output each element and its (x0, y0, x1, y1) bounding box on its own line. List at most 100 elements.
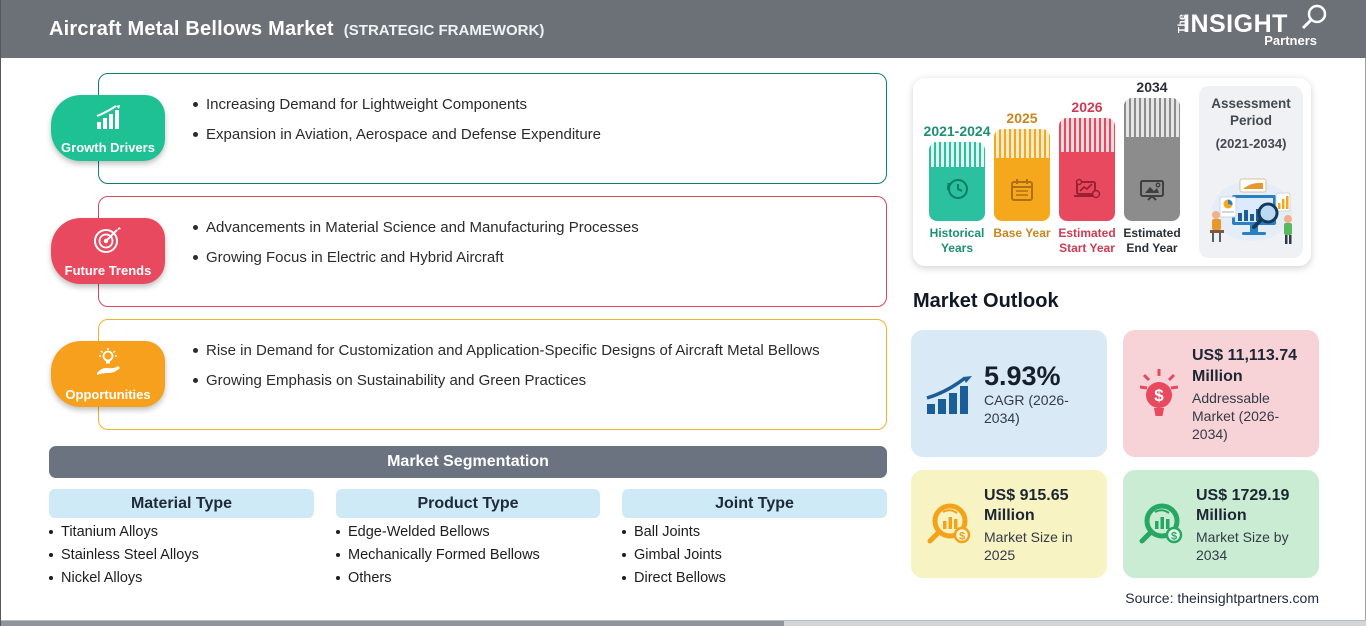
magnifier-icon (1297, 2, 1331, 41)
badge-label: Growth Drivers (61, 139, 155, 155)
growth-drivers-list: Increasing Demand for Lightweight Compon… (99, 74, 886, 143)
bar-body (1059, 152, 1115, 221)
growth-drivers-badge: Growth Drivers (51, 95, 165, 161)
page-title: Aircraft Metal Bellows Market (STRATEGIC … (49, 18, 544, 41)
future-trends-list: Advancements in Material Science and Man… (99, 197, 886, 266)
bar-year-label: 2026 (1071, 99, 1103, 115)
bar-stripes (929, 142, 985, 167)
assessment-period-range: (2021-2034) (1215, 135, 1287, 151)
svg-text:$: $ (959, 531, 965, 543)
insight-partners-logo: The INSIGHT Partners (1175, 4, 1327, 52)
list-item: Ball Joints (622, 524, 726, 540)
bar-body (1124, 137, 1180, 221)
svg-text:$: $ (1154, 386, 1164, 405)
timeline-bars: 2021-2024 Historical Years 2025 (924, 79, 1199, 258)
bar (994, 129, 1050, 221)
bar (1059, 118, 1115, 221)
bar (1124, 98, 1180, 221)
market-size-2025-card: $ US$ 915.65 Million Market Size in 2025 (911, 470, 1107, 578)
market-size-2034-card: $ US$ 1729.19 Million Market Size by 203… (1123, 470, 1319, 578)
list-item: Expansion in Aviation, Aerospace and Def… (193, 126, 866, 143)
addressable-market-card: $ US$ 11,113.74 Million Addressable Mark… (1123, 330, 1319, 457)
bar-caption: Base Year (993, 226, 1051, 240)
calendar-icon (1008, 176, 1036, 209)
magnifier-chart-icon: $ (923, 499, 975, 551)
market-size-2025-label: Market Size in 2025 (984, 529, 1073, 564)
bar (929, 142, 985, 221)
market-segmentation-title: Market Segmentation (387, 453, 549, 470)
report-title: Aircraft Metal Bellows Market (49, 17, 334, 40)
segment-header-label: Material Type (130, 494, 233, 512)
assessment-period-title: Assessment Period (1211, 96, 1291, 128)
badge-label: Opportunities (65, 386, 151, 402)
growth-bars-arrow-icon (923, 372, 975, 418)
market-size-2025-value: US$ 915.65 Million (984, 486, 1069, 525)
list-item: Gimbal Joints (622, 547, 726, 563)
analysts-illustration (1204, 171, 1298, 252)
joint-type-list: Ball Joints Gimbal Joints Direct Bellows (622, 524, 726, 593)
badge-label: Future Trends (64, 262, 152, 278)
presentation-board-icon (1137, 176, 1167, 209)
assessment-timeline-card: 2021-2024 Historical Years 2025 (913, 78, 1311, 266)
market-size-2034-label: Market Size by 2034 (1196, 529, 1289, 564)
timeline-bar-start: 2026 Estimated Start Year (1057, 99, 1117, 256)
material-type-list: Titanium Alloys Stainless Steel Alloys N… (49, 524, 199, 593)
cagr-card: 5.93% CAGR (2026-2034) (911, 330, 1107, 457)
list-item: Nickel Alloys (49, 570, 199, 586)
opportunities-list: Rise in Demand for Customization and App… (99, 320, 886, 389)
timeline-bar-historical: 2021-2024 Historical Years (924, 123, 991, 256)
assessment-period-panel: Assessment Period (2021-2034) (1199, 86, 1303, 258)
future-trends-box: Advancements in Material Science and Man… (98, 196, 887, 307)
logo-insight: INSIGHT (1183, 10, 1288, 38)
list-item: Edge-Welded Bellows (336, 524, 540, 540)
cagr-label: CAGR (2026-2034) (984, 391, 1069, 427)
bar-year-label: 2021-2024 (923, 123, 991, 139)
bar-caption: Estimated End Year (1123, 226, 1181, 255)
opportunities-badge: Opportunities (51, 341, 165, 407)
magnifier-chart-icon: $ (1135, 499, 1187, 551)
market-outlook-title: Market Outlook (913, 290, 1059, 312)
segment-header-label: Joint Type (715, 494, 794, 512)
bar-year-label: 2034 (1136, 79, 1168, 95)
list-item: Others (336, 570, 540, 586)
bar-stripes (994, 129, 1050, 158)
horizontal-scrollbar[interactable] (1, 620, 1366, 626)
history-clock-icon (942, 174, 972, 209)
scrollbar-thumb[interactable] (1, 621, 784, 626)
list-item: Titanium Alloys (49, 524, 199, 540)
bar-stripes (1124, 98, 1180, 137)
bar-caption: Estimated Start Year (1058, 226, 1116, 255)
timeline-bar-base: 2025 Base Year (992, 110, 1052, 256)
timeline-bar-end: 2034 Estimated End Year (1122, 79, 1182, 256)
addressable-market-label: Addressable Market (2026-2034) (1192, 389, 1280, 442)
bar-body (994, 158, 1050, 221)
report-subtitle: (STRATEGIC FRAMEWORK) (343, 21, 545, 39)
lightbulb-dollar-icon: $ (1135, 367, 1183, 423)
lightbulb-hand-icon (90, 347, 126, 384)
opportunities-box: Rise in Demand for Customization and App… (98, 319, 887, 430)
growth-drivers-box: Increasing Demand for Lightweight Compon… (98, 73, 887, 184)
bar-stripes (1059, 118, 1115, 152)
bar-caption: Historical Years (929, 226, 985, 255)
list-item: Increasing Demand for Lightweight Compon… (193, 96, 866, 113)
product-type-list: Edge-Welded Bellows Mechanically Formed … (336, 524, 540, 593)
market-segmentation-header: Market Segmentation (49, 446, 887, 478)
laptop-chart-icon (1071, 176, 1103, 209)
list-item: Growing Focus in Electric and Hybrid Air… (193, 249, 866, 266)
list-item: Direct Bellows (622, 570, 726, 586)
segment-header-label: Product Type (417, 494, 519, 512)
bar-year-label: 2025 (1006, 110, 1038, 126)
segment-header-joint-type: Joint Type (622, 489, 887, 518)
future-trends-badge: Future Trends (51, 218, 165, 284)
header-bar: Aircraft Metal Bellows Market (STRATEGIC … (1, 0, 1366, 58)
addressable-market-value: US$ 11,113.74 Million (1192, 346, 1297, 385)
market-size-2034-value: US$ 1729.19 Million (1196, 486, 1290, 525)
target-dart-icon (91, 225, 125, 260)
logo-partners: Partners (1264, 33, 1317, 48)
list-item: Rise in Demand for Customization and App… (193, 342, 866, 359)
cagr-value: 5.93% (984, 360, 1061, 391)
svg-text:$: $ (1171, 531, 1177, 543)
list-item: Growing Emphasis on Sustainability and G… (193, 372, 866, 389)
list-item: Advancements in Material Science and Man… (193, 219, 866, 236)
